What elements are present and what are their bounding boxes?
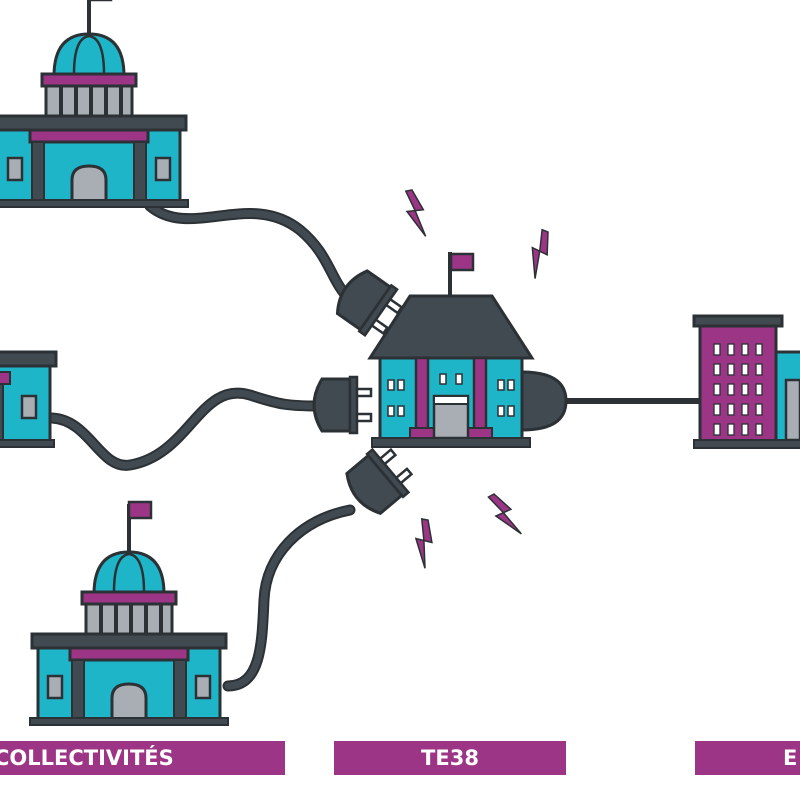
- office-window: [755, 383, 763, 396]
- lightning-bolt-icon: [401, 516, 447, 569]
- office-window: [755, 363, 763, 376]
- right-label-text: E: [783, 746, 798, 770]
- office-window: [727, 423, 735, 436]
- office-window: [727, 383, 735, 396]
- office-window: [741, 403, 749, 416]
- lightning-bolt-icon: [399, 188, 433, 238]
- right-label: E: [695, 741, 800, 775]
- office-window: [755, 403, 763, 416]
- lightning-bolt-icon: [487, 489, 523, 540]
- collectivites-label-text: COLLECTIVITÉS: [0, 746, 174, 770]
- town-hall-icon: [0, 0, 190, 209]
- office-window: [713, 363, 721, 376]
- office-window: [727, 363, 735, 376]
- cable-bottom: [222, 504, 356, 692]
- collectivites-label: COLLECTIVITÉS: [0, 741, 285, 775]
- office-window: [713, 383, 721, 396]
- office-building-icon: [692, 314, 800, 449]
- te38-building-icon: [367, 252, 568, 448]
- cable-middle: [46, 387, 324, 471]
- small-building-icon: [0, 350, 58, 448]
- te38-label: TE38: [334, 741, 566, 775]
- office-window: [755, 343, 763, 356]
- office-window: [727, 343, 735, 356]
- lightning-bolt-icon: [514, 227, 565, 280]
- office-window: [713, 423, 721, 436]
- cable-top: [144, 200, 356, 306]
- office-window: [741, 363, 749, 376]
- plug-icon: [312, 375, 373, 435]
- office-window: [741, 343, 749, 356]
- office-window: [727, 403, 735, 416]
- town-hall-icon: [28, 500, 230, 727]
- office-window: [741, 423, 749, 436]
- office-window: [755, 423, 763, 436]
- office-window: [741, 383, 749, 396]
- office-window: [713, 343, 721, 356]
- office-window: [713, 403, 721, 416]
- te38-label-text: TE38: [421, 746, 479, 770]
